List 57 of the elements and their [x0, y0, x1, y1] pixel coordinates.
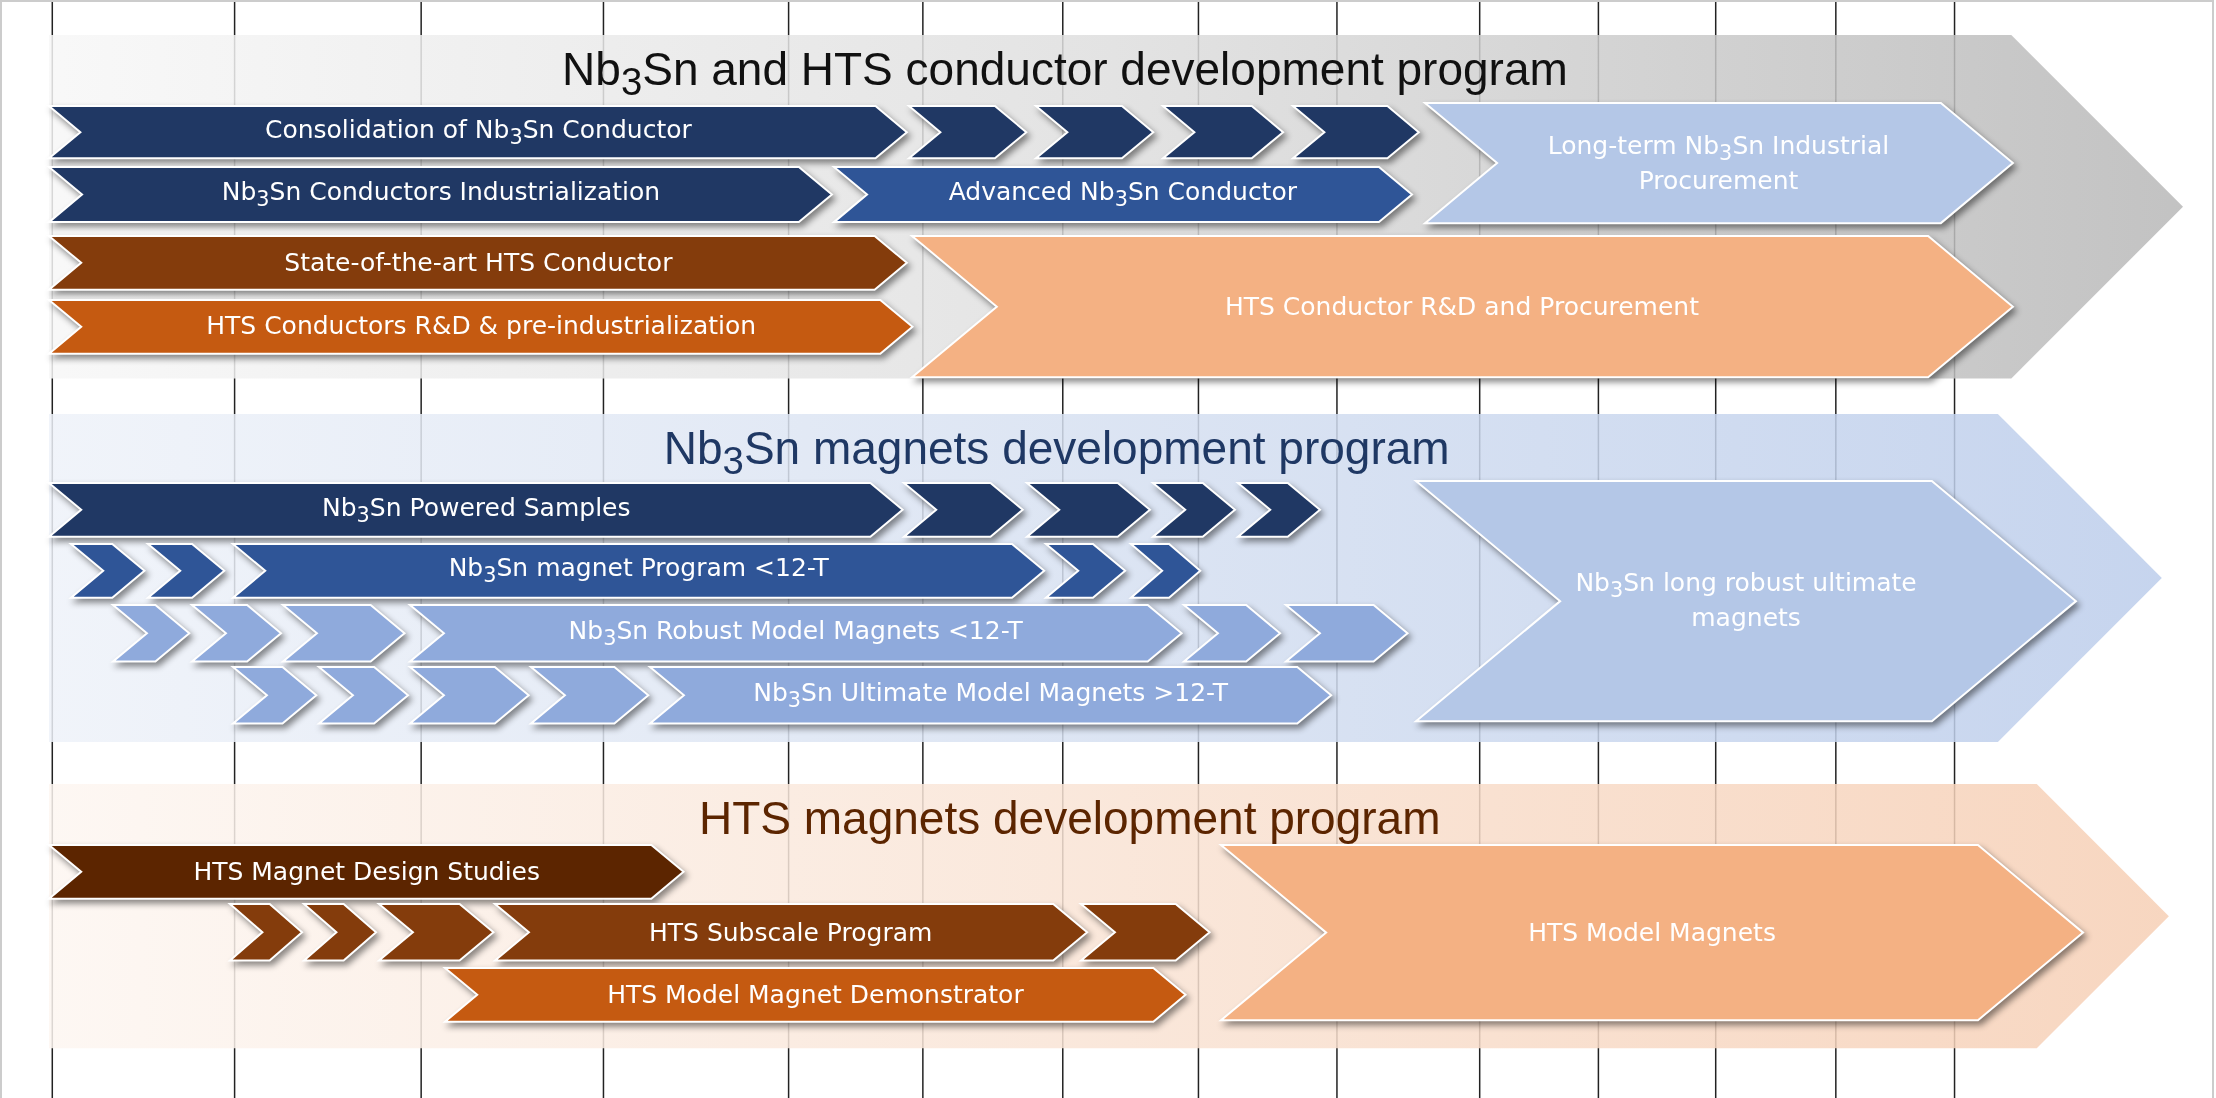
program-band [49, 35, 2184, 379]
phase-block [1130, 544, 1200, 598]
phase-block [49, 166, 833, 222]
phase-block [113, 604, 190, 662]
phase-label: Advanced Nb$_{3}$Sn Conductor [948, 176, 1297, 212]
phase-block [303, 904, 376, 961]
phase-block [1035, 106, 1154, 159]
phase-label: Nb$_{3}$Sn long robust ultimate magnets [1574, 568, 1918, 634]
phase-block [282, 604, 405, 662]
phase-block [192, 604, 282, 662]
phase-label: Nb$_{3}$Sn Conductors Industrialization [221, 176, 661, 212]
phase-block [1221, 845, 2084, 1021]
phase-block [70, 544, 145, 598]
phase-block [1081, 904, 1210, 961]
phase-block [49, 299, 913, 354]
phase-label: HTS Conductors R&D & pre-industrialization [206, 311, 757, 342]
phase-block [49, 236, 908, 290]
phase-label: HTS Conductor R&D and Procurement [1224, 291, 1699, 322]
phase-block [833, 166, 1412, 222]
phase-block [445, 968, 1186, 1022]
phase-label: Long-term Nb$_{3}$Sn Industrial Procurement [1546, 130, 1891, 196]
program-band [49, 784, 2170, 1049]
phase-label: Consolidation of Nb$_{3}$Sn Conductor [264, 114, 692, 150]
phase-label: HTS Subscale Program [649, 917, 933, 948]
phase-block [908, 106, 1026, 159]
phase-block [1163, 106, 1284, 159]
phase-block [1027, 483, 1151, 538]
program-band [49, 414, 2163, 742]
phase-block [1045, 544, 1125, 598]
phase-label: HTS Magnet Design Studies [193, 856, 541, 887]
phase-block [49, 845, 684, 899]
phase-label: HTS Model Magnet Demonstrator [607, 979, 1024, 1010]
phase-block [319, 667, 409, 724]
phase-block [1424, 103, 2013, 224]
phase-block [233, 667, 317, 724]
phase-label: Nb$_{3}$Sn Robust Model Magnets <12-T [568, 615, 1023, 651]
band-title: Nb$_{3}$Sn and HTS conductor development program [561, 43, 1569, 104]
phase-block [1286, 604, 1408, 662]
phase-block [1184, 604, 1281, 662]
phase-block [378, 904, 494, 961]
phase-label: State-of-the-art HTS Conductor [284, 247, 673, 278]
phase-block [1238, 483, 1320, 538]
band-title: HTS magnets development program [698, 792, 1442, 844]
phase-block [1416, 480, 2077, 721]
phase-label: Nb$_{3}$Sn Powered Samples [322, 492, 631, 528]
phase-block [409, 667, 529, 724]
phase-block [1293, 106, 1419, 159]
phase-block [531, 667, 649, 724]
phase-block [148, 544, 225, 598]
phase-block [1153, 483, 1236, 538]
phase-label: Nb$_{3}$Sn Ultimate Model Magnets >12-T [753, 677, 1229, 713]
phase-block [911, 236, 2013, 378]
phase-label: Nb$_{3}$Sn magnet Program <12-T [448, 553, 829, 589]
phase-block [230, 904, 303, 961]
band-title: Nb$_{3}$Sn magnets development program [662, 422, 1451, 482]
phase-block [904, 483, 1024, 538]
phase-label: HTS Model Magnets [1528, 917, 1776, 948]
